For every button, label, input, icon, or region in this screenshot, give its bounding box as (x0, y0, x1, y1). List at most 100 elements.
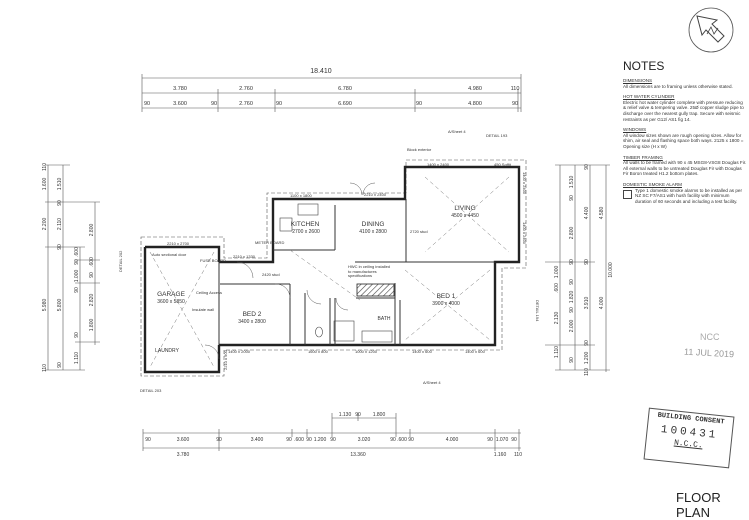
dim-label: 90 (512, 101, 518, 107)
note-title: HOT WATER CYLINDER (623, 94, 675, 100)
dim-label: .600 (89, 257, 95, 267)
ceiling-access-label: Ceiling Access (196, 290, 222, 295)
right-dimensions (545, 164, 610, 372)
window-label: 1400 x 600 (465, 349, 486, 354)
cooktop (279, 217, 293, 232)
dim-label: 10.000 (608, 262, 614, 278)
room-label-garage: GARAGE (157, 291, 185, 298)
shower (333, 320, 355, 342)
detail-marker-left: DETAIL 202 (118, 250, 123, 272)
room-size-garage: 3600 x 5850 (157, 299, 185, 305)
note-text: Type 1 domestic smoke alarms to be insta… (635, 187, 742, 204)
dim-label: 90 (390, 437, 396, 443)
hwc-note: HWC in ceiling installed to manufactures… (348, 265, 391, 279)
room-size-kitchen: 2700 x 2600 (292, 229, 320, 235)
dim-label: 90 (216, 437, 222, 443)
hwc-note-box: HWC in ceiling installed to manufactures… (348, 265, 391, 279)
bottom-dimensions (142, 413, 521, 451)
dim-label: .600 (294, 437, 304, 443)
stud-label: 2420 stud (262, 272, 280, 277)
dim-label: 2.200 (42, 218, 48, 231)
insulate-wall-label: Insulate wall (192, 307, 214, 312)
dim-label: 2.800 (89, 224, 95, 237)
dim-label: 3.400 (251, 437, 264, 443)
window-label: 1400 x 600 (412, 349, 433, 354)
room-size-dining: 4100 x 2800 (359, 229, 387, 235)
dim-label: 1.800 (373, 412, 386, 418)
dim-label: 4.800 (468, 101, 482, 107)
dim-label: 1.130 (339, 412, 352, 418)
auto-door-label: Auto sectional door (152, 252, 187, 257)
dim-label: 90 (584, 164, 590, 170)
dim-label: 90 (569, 307, 575, 313)
dim-label: 90 (306, 437, 312, 443)
section-marker-top: A/Sheet 4 (448, 129, 466, 134)
dim-label: 90 (211, 101, 217, 107)
note-title: TIMBER FRAMING (623, 154, 663, 160)
dim-label: 90 (286, 437, 292, 443)
room-label-kitchen: KITCHEN (291, 221, 320, 228)
dim-label: 110 (511, 86, 520, 92)
dim-label: 4.000 (599, 297, 605, 310)
note-text: All walls to be framed with 90 x 45 MSG8… (623, 160, 747, 177)
dim-label: 90 (408, 437, 414, 443)
room-size-bed2: 3400 x 2800 (238, 319, 266, 325)
window-label: 2210 x 2400 (364, 192, 387, 197)
room-label-bed1: BED 1 (437, 293, 456, 300)
window-label: 1400 x 2400 (427, 162, 450, 167)
window-label: 1400 x 2400 (522, 222, 527, 245)
ceiling-lines (149, 176, 510, 368)
window-label: 1600 x 800 (308, 349, 329, 354)
dim-label: 90 (355, 412, 361, 418)
dim-label: 1.000 (74, 270, 80, 283)
detail-marker-top: DETAIL 193 (486, 133, 508, 138)
note-text: All dimensions are to framing unless oth… (623, 83, 733, 89)
dim-label: 110 (584, 368, 590, 376)
dim-label: 90 (145, 437, 151, 443)
window-label: 1400 x 2400 (522, 172, 527, 195)
ncc-stamp: NCC (700, 332, 720, 342)
dim-label: 90 (569, 195, 575, 201)
dim-label: 1.070 (496, 437, 509, 443)
dim-label: 1.200 (314, 437, 327, 443)
dim-label: 90 (144, 101, 150, 107)
note-title: WINDOWS (623, 127, 647, 133)
window-label: 2210 x 900 (223, 349, 228, 370)
dim-label: 2.820 (89, 294, 95, 307)
dim-label: 90 (74, 259, 80, 265)
dim-label: 110 (42, 163, 48, 171)
dim-label: 2.800 (569, 227, 575, 240)
dim-top-overall: 18.410 (310, 68, 332, 75)
dim-label: 90 (57, 200, 63, 206)
detail-marker-right: DETAIL 194 (535, 300, 540, 322)
dim-label: 5.800 (57, 299, 63, 312)
dim-label: 3.600 (173, 101, 187, 107)
room-label-dining: DINING (362, 221, 385, 228)
block-exterior-label: Block exterior (407, 147, 432, 152)
dim-label: 4.400 (584, 207, 590, 220)
room-label-bed2: BED 2 (243, 311, 262, 318)
top-dimensions (141, 74, 522, 112)
dim-label: 3.600 (177, 437, 190, 443)
dim-label: 90 (330, 437, 336, 443)
dim-label: 90 (569, 357, 575, 363)
roof-eaves-outline (140, 159, 527, 377)
dim-label: 3.910 (584, 297, 590, 310)
dim-label: 5.980 (42, 299, 48, 312)
dim-label: 2.130 (554, 312, 560, 325)
dim-label: .600 (397, 437, 407, 443)
section-marker-bottom: A/Sheet 4 (423, 380, 441, 385)
external-walls (143, 165, 521, 374)
window-label: 2210 x 1330 (233, 254, 256, 259)
note-title: DIMENSIONS (623, 78, 653, 83)
page-title: FLOOR PLAN (676, 490, 721, 520)
stud-label: 2720 stud (410, 229, 428, 234)
dim-label: 1.510 (569, 176, 575, 189)
dim-label: 4.000 (446, 437, 459, 443)
window-label: 1400 x 2000 (228, 349, 251, 354)
